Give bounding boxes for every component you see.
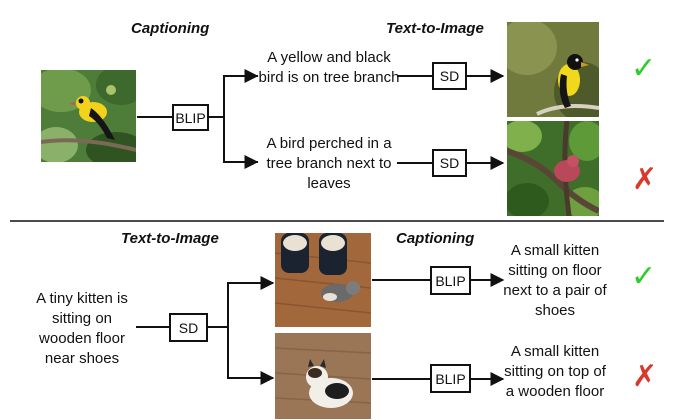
sd-model-box-top-2: SD [432,149,467,177]
branch-lines-bottom [208,282,270,379]
input-bird-photo [41,70,136,162]
generated-bird-image-1 [507,22,599,117]
heading-text-to-image-top: Text-to-Image [386,20,484,37]
generated-caption-2: A bird perched in a tree branch next to … [266,135,392,192]
sd-model-box-top-1: SD [432,62,467,90]
branch-lines-top [208,75,258,163]
sd-model-box-bottom: SD [169,313,208,342]
check-mark-icon-bottom: ✓ [631,260,657,293]
check-mark-icon-top: ✓ [631,52,657,85]
input-prompt-text: A tiny kitten is sitting on wooden floor… [36,290,128,367]
generated-caption-1: A yellow and black bird is on tree branc… [258,49,400,86]
blip-model-box-top: BLIP [172,104,209,131]
blip-model-box-bottom-2: BLIP [430,364,471,393]
cross-mark-icon-bottom: ✗ [632,360,658,393]
output-caption-2: A small kitten sitting on top of a woode… [504,343,606,400]
blip-model-box-bottom-1: BLIP [430,266,471,295]
output-caption-1: A small kitten sitting on floor next to … [503,242,607,319]
heading-text-to-image-bottom: Text-to-Image [121,230,219,247]
cross-mark-icon-top: ✗ [632,163,658,196]
generated-kitten-image-2 [275,333,371,419]
generated-bird-image-2 [507,121,599,216]
generated-kitten-image-1 [275,233,371,327]
heading-captioning-top: Captioning [131,20,210,37]
heading-captioning-bottom: Captioning [396,230,475,247]
